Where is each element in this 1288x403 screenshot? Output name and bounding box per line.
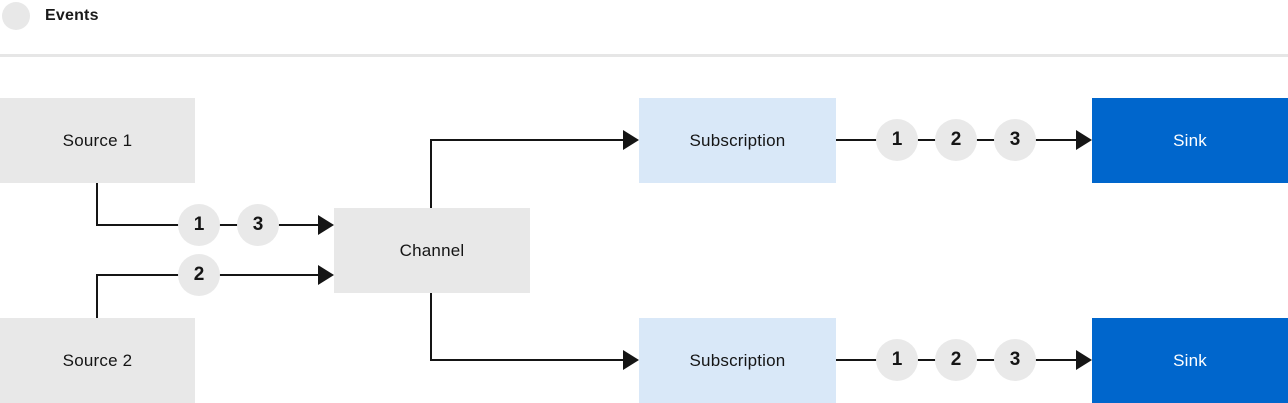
arrow-head-icon bbox=[318, 215, 334, 235]
event-circle-bottom-2: 2 bbox=[935, 339, 977, 381]
connector-channel-down-vertical bbox=[430, 293, 432, 360]
subscription-bottom-node: Subscription bbox=[639, 318, 836, 403]
source-1-label: Source 1 bbox=[62, 130, 133, 150]
connector-source2-vertical bbox=[96, 275, 98, 318]
arrow-head-icon bbox=[1076, 350, 1092, 370]
subscription-bottom-label: Subscription bbox=[689, 350, 786, 370]
connector-channel-down-horizontal bbox=[430, 359, 623, 361]
channel-node: Channel bbox=[334, 208, 530, 293]
event-circle-icon bbox=[2, 2, 30, 30]
arrow-head-icon bbox=[623, 130, 639, 150]
sink-bottom-label: Sink bbox=[1173, 350, 1207, 370]
source-2-label: Source 2 bbox=[62, 350, 133, 370]
event-circle-bottom-1: 1 bbox=[876, 339, 918, 381]
sink-top-label: Sink bbox=[1173, 130, 1207, 150]
source-2-node: Source 2 bbox=[0, 318, 195, 403]
event-circle-top-2: 2 bbox=[935, 119, 977, 161]
connector-channel-up-vertical bbox=[430, 140, 432, 208]
event-circle-top-1: 1 bbox=[876, 119, 918, 161]
legend-label: Events bbox=[45, 7, 99, 24]
event-circle-source1-1: 1 bbox=[178, 204, 220, 246]
channel-label: Channel bbox=[399, 240, 465, 260]
arrow-head-icon bbox=[318, 265, 334, 285]
event-circle-bottom-3: 3 bbox=[994, 339, 1036, 381]
arrow-head-icon bbox=[1076, 130, 1092, 150]
event-circle-top-3: 3 bbox=[994, 119, 1036, 161]
sink-bottom-node: Sink bbox=[1092, 318, 1288, 403]
subscription-top-label: Subscription bbox=[689, 130, 786, 150]
sink-top-node: Sink bbox=[1092, 98, 1288, 183]
source-1-node: Source 1 bbox=[0, 98, 195, 183]
arrow-head-icon bbox=[623, 350, 639, 370]
legend-divider bbox=[0, 54, 1288, 57]
event-circle-source2-2: 2 bbox=[178, 254, 220, 296]
event-circle-source1-3: 3 bbox=[237, 204, 279, 246]
connector-source1-vertical bbox=[96, 183, 98, 226]
connector-channel-up-horizontal bbox=[430, 139, 623, 141]
subscription-top-node: Subscription bbox=[639, 98, 836, 183]
